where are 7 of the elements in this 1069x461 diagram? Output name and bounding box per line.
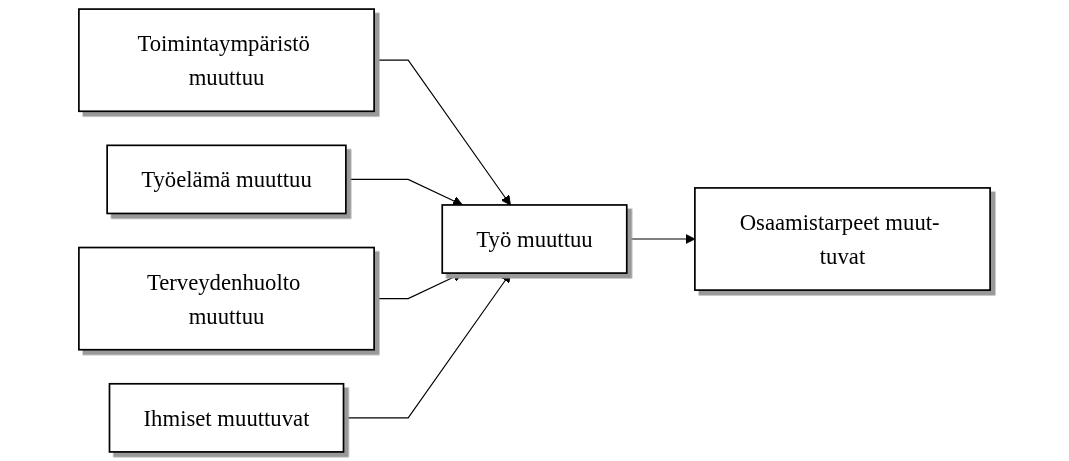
node-box: Toimintaympäristö muuttuu (78, 8, 375, 113)
node-box: Osaamistarpeet muut- tuvat (694, 187, 991, 291)
arrow (345, 178, 463, 206)
node-box: Ihmiset muuttuvat (108, 382, 345, 453)
node-box: Terveydenhuolto muuttuu (78, 246, 375, 351)
node-box: Työ muuttuu (441, 204, 628, 274)
node-box: Työelämä muuttuu (106, 144, 347, 215)
